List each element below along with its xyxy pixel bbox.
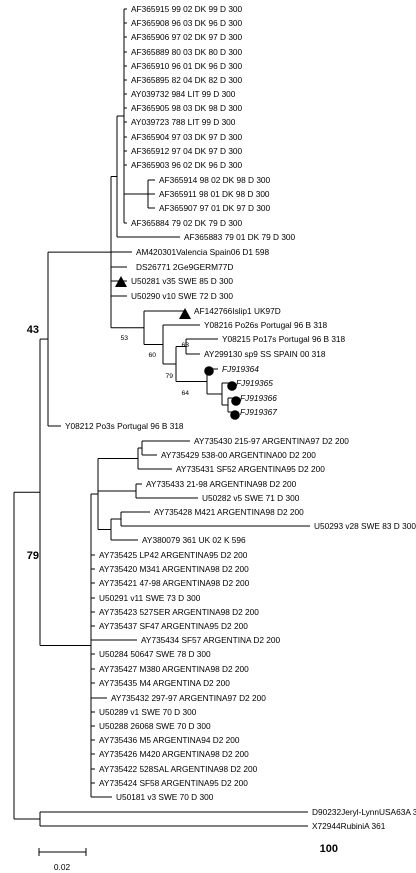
leaf-label: AY735427 M380 ARGENTINA98 D2 200 [99, 664, 249, 674]
leaf-label: AY735424 SF58 ARGENTINA95 D2 200 [99, 778, 248, 788]
scale-bar-label: 0.02 [54, 862, 71, 872]
leaf-label: FJ919365 [236, 378, 273, 388]
leaf-label: AF365884 79 02 DK 79 D 300 [131, 218, 243, 228]
leaf-label: U50293 v28 SWE 83 D 300 [314, 521, 416, 531]
leaf-label: AY735431 SF52 ARGENTINA95 D2 200 [176, 464, 325, 474]
circle-marker-fj919367 [230, 410, 240, 420]
leaf-label: AY039723 788 LIT 99 D 300 [131, 117, 236, 127]
circle-marker-fj919364 [204, 366, 214, 376]
circle-marker-fj919365 [227, 381, 237, 391]
leaf-label: AF365905 98 03 DK 98 D 300 [131, 103, 243, 113]
leaf-label: Y08212 Po3s Portugal 96 B 318 [65, 421, 184, 431]
leaf-label: FJ919367 [240, 407, 277, 417]
leaf-label: D90232Jeryl-LynnUSA63A 361 [312, 807, 416, 817]
leaf-label: AF365883 79 01 DK 79 D 300 [184, 232, 296, 242]
leaf-label: AY380079 361 UK 02 K 596 [142, 535, 246, 545]
leaf-label: FJ919364 [222, 364, 259, 374]
leaf-label: AF365904 97 03 DK 97 D 300 [131, 132, 243, 142]
leaf-label: AF142766Islip1 UK97D [194, 306, 281, 316]
leaf-label: U50281 v35 SWE 85 D 300 [131, 276, 233, 286]
leaf-label: AY735422 528SAL ARGENTINA98 D2 200 [99, 764, 258, 774]
bootstrap-63: 63 [181, 342, 189, 349]
leaf-label: AY735430 215-97 ARGENTINA97 D2 200 [194, 436, 349, 446]
leaf-label: AF365910 96 01 DK 96 D 300 [131, 61, 243, 71]
bootstrap-values: 43 53 60 63 79 64 79 100 [27, 324, 338, 855]
leaf-label: AY735432 297-97 ARGENTINA97 D2 200 [111, 693, 266, 703]
leaf-label: AM420301Valencia Spain06 D1 598 [136, 247, 270, 257]
leaf-label: AF365908 96 03 DK 96 D 300 [131, 18, 243, 28]
bootstrap-79: 79 [27, 550, 39, 562]
triangle-marker-af142766 [179, 308, 191, 319]
bootstrap-64: 64 [181, 390, 189, 397]
leaf-label: AF365889 80 03 DK 80 D 300 [131, 47, 243, 57]
leaf-label: AY735436 M5 ARGENTINA94 D2 200 [99, 735, 240, 745]
leaf-label: FJ919366 [240, 393, 277, 403]
leaf-label: AF365914 98 02 DK 98 D 300 [159, 175, 271, 185]
leaf-label: AY735437 SF47 ARGENTINA95 D2 200 [99, 621, 248, 631]
leaf-label: AF365895 82 04 DK 82 D 300 [131, 75, 243, 85]
circle-marker-fj919366 [231, 396, 241, 406]
scale-bar: 0.02 [38, 848, 87, 872]
leaf-label: AY735429 538-00 ARGENTINA00 D2 200 [161, 450, 316, 460]
leaf-label: AF365907 97 01 DK 97 D 300 [159, 203, 271, 213]
leaf-label: AY735435 M4 ARGENTINA D2 200 [99, 678, 230, 688]
leaf-label: AF365911 98 01 DK 98 D 300 [159, 189, 270, 199]
leaf-label: AY299130 sp9 SS SPAIN 00 318 [204, 349, 326, 359]
bootstrap-60: 60 [148, 352, 156, 359]
leaf-label: AY735421 47-98 ARGENTINA98 D2 200 [99, 578, 250, 588]
leaf-label: AY735434 SF57 ARGENTINA D2 200 [141, 635, 281, 645]
leaf-label: U50282 v5 SWE 71 D 300 [202, 493, 300, 503]
leaf-label: U50291 v11 SWE 73 D 300 [99, 593, 201, 603]
bootstrap-79-small: 79 [165, 373, 173, 380]
leaf-label: U50284 50647 SWE 78 D 300 [99, 649, 211, 659]
bootstrap-100: 100 [320, 843, 338, 855]
tree-markers [115, 276, 241, 420]
leaf-label: U50288 26068 SWE 70 D 300 [99, 721, 211, 731]
leaf-label: AY735426 M420 ARGENTINA98 D2 200 [99, 749, 249, 759]
leaf-label: U50290 v10 SWE 72 D 300 [131, 291, 233, 301]
leaf-label: AY735425 LP42 ARGENTINA95 D2 200 [99, 550, 248, 560]
tree-branches [13, 8, 310, 827]
bootstrap-43: 43 [27, 324, 39, 336]
bootstrap-53: 53 [120, 335, 128, 342]
leaf-label: AF365906 97 02 DK 97 D 300 [131, 32, 243, 42]
leaf-label: AF365912 97 04 DK 97 D 300 [131, 146, 243, 156]
leaf-label: AF365915 99 02 DK 99 D 300 [131, 4, 243, 14]
leaf-label: AY735420 M341 ARGENTINA98 D2 200 [99, 564, 249, 574]
leaf-label: X72944RubiniA 361 [312, 821, 386, 831]
leaf-label: DS26771 2Ge9GERM77D [136, 262, 233, 272]
leaf-label: AY735433 21-98 ARGENTINA98 D2 200 [146, 479, 297, 489]
leaf-label: Y08216 Po26s Portugal 96 B 318 [204, 320, 328, 330]
leaf-label: AY735428 M421 ARGENTINA98 D2 200 [154, 507, 304, 517]
leaf-label: U50181 v3 SWE 70 D 300 [116, 792, 214, 802]
leaf-label: AF365903 96 02 DK 96 D 300 [131, 160, 243, 170]
triangle-marker-ds26771 [115, 276, 127, 287]
leaf-label: U50289 v1 SWE 70 D 300 [99, 707, 197, 717]
leaf-label: AY735423 527SER ARGENTINA98 D2 200 [99, 607, 259, 617]
leaf-label: AY039732 984 LIT 99 D 300 [131, 89, 236, 99]
leaf-label: Y08215 Po17s Portugal 96 B 318 [222, 334, 346, 344]
